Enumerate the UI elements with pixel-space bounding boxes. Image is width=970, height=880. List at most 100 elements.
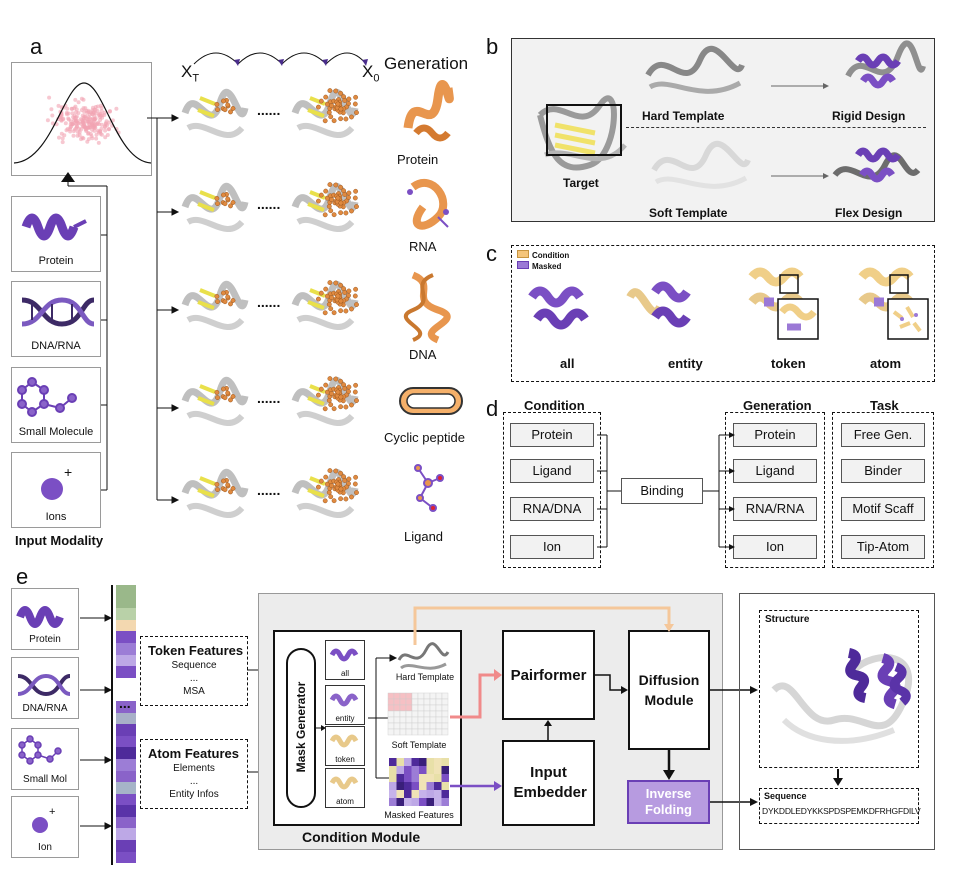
generation-label: RNA	[409, 239, 437, 254]
e-input-icon	[18, 735, 62, 765]
mask-type-entity-thumb: entity	[325, 685, 365, 725]
condition-pill: RNA/DNA	[510, 497, 594, 521]
diffusion-module-label: Diffusion Module	[638, 672, 700, 708]
molecule-icon	[17, 377, 77, 417]
mask-generator-label: Mask Generator	[294, 681, 308, 773]
task-box	[832, 412, 934, 568]
diffusion-module-box: Diffusion Module	[628, 630, 710, 750]
target-label: Target	[563, 176, 599, 190]
sampling-ellipsis: ......	[257, 294, 281, 310]
inverse-folding-label: Inverse Folding	[645, 786, 692, 817]
pairformer-label: Pairformer	[510, 666, 587, 684]
modality-dna-card: DNA/RNA	[11, 281, 101, 357]
modality-connectors	[67, 180, 108, 491]
diffusion-structure	[291, 468, 359, 518]
generation-pill: Ion	[733, 535, 817, 559]
modality-ions-label: Ions	[45, 511, 67, 523]
input-arrows	[80, 614, 113, 830]
generation-box	[725, 412, 825, 568]
diffusion-structure	[291, 182, 359, 232]
sampling-ellipsis: ......	[257, 482, 281, 498]
task-pill: Free Gen.	[841, 423, 925, 447]
e-input-ion-card: +Ion	[11, 796, 79, 858]
soft-template-structure	[651, 140, 751, 189]
rigid-design-structure	[845, 40, 926, 89]
hard-template-label: Hard Template	[642, 109, 725, 123]
generation-label: Protein	[397, 152, 439, 167]
modality-small-molecule-card: Small Molecule	[11, 367, 101, 443]
diffusion-structure	[291, 376, 359, 426]
legend-masked: Masked	[517, 261, 569, 272]
diffusion-structure	[181, 183, 249, 232]
condition-pill: Ligand	[510, 459, 594, 483]
sequence-title: Sequence	[764, 791, 807, 801]
mask-type-all-thumb: all	[325, 640, 365, 680]
condition-pill: Ion	[510, 535, 594, 559]
xt-label: XT	[181, 62, 200, 85]
d-connectors	[597, 432, 735, 550]
e-input-icon	[16, 606, 64, 628]
panel-b-letter: b	[486, 34, 499, 59]
c-legend: Condition Masked	[517, 250, 569, 272]
token-features-line-3: MSA	[183, 686, 205, 697]
condition-module-label: Condition Module	[302, 829, 421, 845]
output-structure	[771, 648, 913, 744]
panel-e-letter: e	[16, 564, 29, 589]
feature-bar-line	[111, 585, 113, 865]
flex-design-structure	[832, 147, 921, 183]
mask-generator-box	[286, 648, 316, 808]
svg-text:+: +	[49, 806, 55, 818]
target-structure	[537, 95, 627, 171]
token-features-line-2: ...	[189, 673, 199, 684]
svg-text:+: +	[64, 464, 72, 480]
x0-label: X0	[362, 62, 380, 85]
rigid-design-label: Rigid Design	[832, 109, 906, 123]
structure-down-arrow	[833, 769, 843, 786]
task-header: Task	[870, 398, 899, 413]
mask-type-label: all	[340, 669, 349, 678]
condition-header: Condition	[524, 398, 585, 413]
pairformer-box: Pairformer	[502, 630, 595, 720]
modality-protein-card: Protein	[11, 196, 101, 272]
token-features-line-1: Sequence	[171, 660, 217, 671]
mask-gen-arrow	[316, 725, 326, 731]
generation-label: Ligand	[404, 529, 444, 544]
modality-protein-label: Protein	[38, 255, 74, 267]
mask-thumb-icon	[329, 776, 359, 790]
generation-header-d: Generation	[743, 398, 812, 413]
generation-pill: Protein	[733, 423, 817, 447]
mask-token-structure	[748, 267, 819, 340]
e-input-label: Small Mol	[23, 774, 67, 785]
mask-all-label: all	[560, 356, 575, 371]
mask-atom-label: atom	[870, 356, 902, 371]
sequence-box	[759, 788, 919, 824]
sequence-text: DYKDDLEDYKKSPDSPEMKDFRHGFDILV	[762, 806, 921, 816]
sampling-ellipsis: ......	[257, 390, 281, 406]
panel-a-letter: a	[30, 34, 43, 59]
sampling-ellipsis: ......	[257, 102, 281, 118]
gaussian-curve	[13, 82, 152, 164]
mask-all-structure	[528, 286, 589, 330]
rigid-arrow	[771, 83, 829, 89]
panel-d-letter: d	[486, 396, 499, 421]
mask-type-label: token	[335, 755, 355, 764]
e-input-icon: +	[32, 806, 55, 833]
atom-features-title: Atom Features	[148, 746, 240, 761]
generation-header: Generation	[384, 54, 469, 73]
atom-features-box	[140, 739, 248, 809]
token-features-title: Token Features	[148, 643, 244, 658]
diffusion-structure	[181, 377, 249, 426]
mask-type-label: atom	[336, 797, 354, 806]
input-embedder-label: Input Embedder	[513, 764, 587, 801]
task-pill: Tip-Atom	[841, 535, 925, 559]
diffusion-structure	[181, 281, 249, 330]
soft-template-grid	[387, 692, 449, 736]
hard-template-caption: Hard Template	[395, 672, 455, 682]
generation-dna-icon	[403, 271, 451, 344]
atom-features-line-1: Elements	[173, 763, 215, 774]
diffusion-structure	[181, 89, 249, 138]
mask-thumb-icon	[329, 734, 359, 748]
flex-arrow	[771, 173, 829, 179]
task-pill: Binder	[841, 459, 925, 483]
generation-pill: RNA/RNA	[733, 497, 817, 521]
